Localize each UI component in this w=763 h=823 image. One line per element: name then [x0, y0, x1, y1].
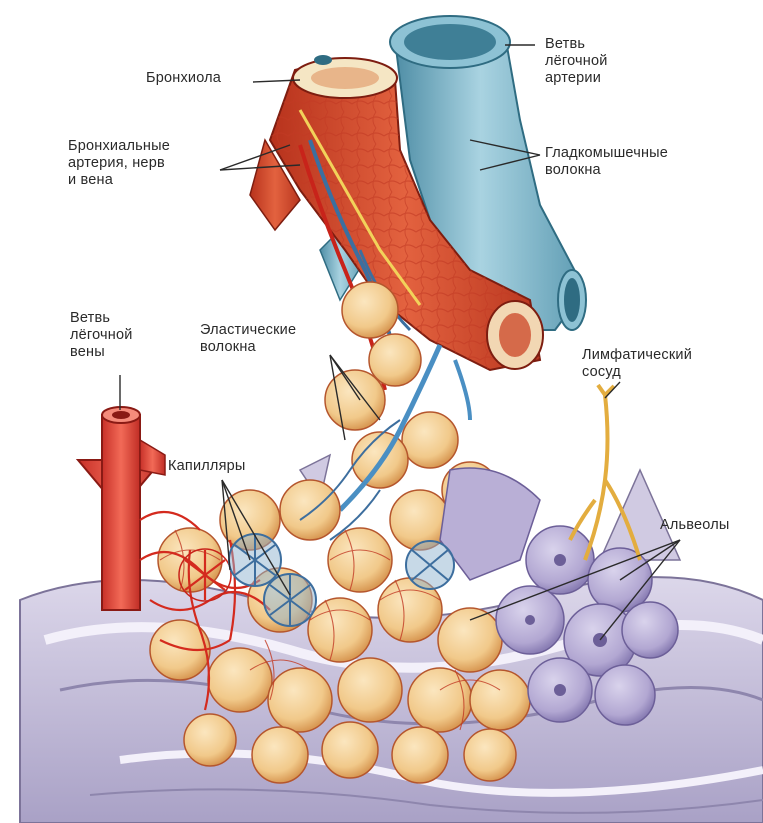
label-elastic-fibers: Эластические волокна [200, 322, 296, 356]
label-bronchial-vessels: Бронхиальные артерия, нерв и вена [68, 138, 170, 189]
label-capillaries: Капилляры [168, 458, 246, 475]
label-bronchiole: Бронхиола [146, 70, 221, 87]
label-pulmonary-vein-branch: Ветвь лёгочной вены [70, 310, 133, 361]
label-pulmonary-artery-branch: Ветвь лёгочной артерии [545, 36, 608, 87]
pulmonary-vein-tube [78, 407, 165, 610]
label-lymph-vessel: Лимфатический сосуд [582, 347, 692, 381]
label-smooth-muscle: Гладкомышечные волокна [545, 145, 668, 179]
label-alveoli: Альвеолы [660, 517, 730, 534]
